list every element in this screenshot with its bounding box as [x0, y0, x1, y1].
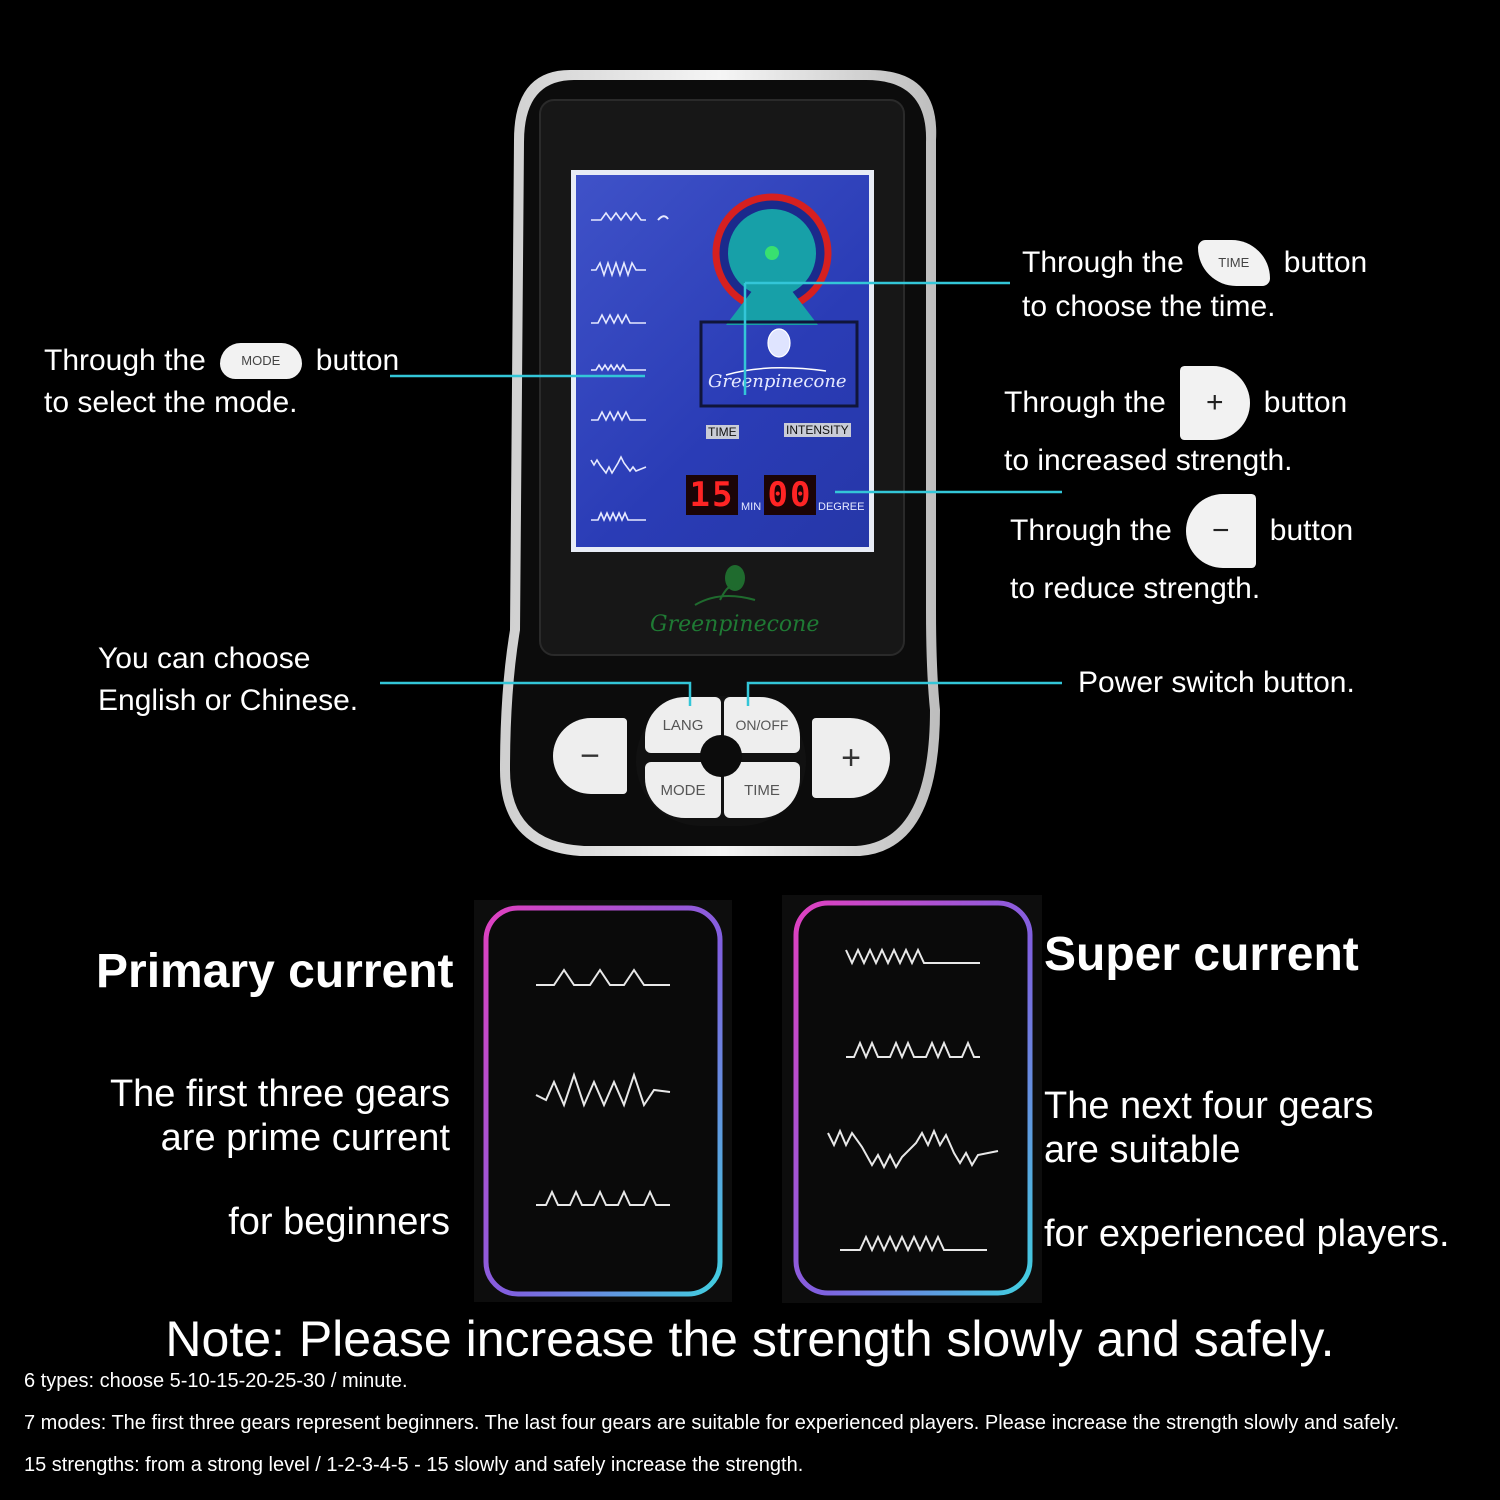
callout-lines — [380, 281, 1062, 706]
device-brand: Greenpinecone — [650, 612, 820, 637]
cursor-icon — [657, 215, 669, 221]
lcd-time-readout: 15 — [686, 475, 738, 515]
lcd-degree-label: DEGREE — [818, 501, 865, 513]
footnote-modes: 7 modes: The first three gears represent… — [24, 1412, 1400, 1434]
footnote-types: 6 types: choose 5-10-15-20-25-30 / minut… — [24, 1370, 408, 1392]
callout-plus-suffix: button — [1263, 386, 1348, 419]
time-mini-icon: TIME — [1197, 240, 1270, 286]
lcd-screen: Greenpinecone TIME INTENSITY 15 MIN 00 D… — [571, 170, 874, 552]
minus-button[interactable]: − — [553, 718, 627, 794]
callout-time-line2: to choose the time. — [1022, 290, 1276, 323]
callout-mode-line2: to select the mode. — [44, 386, 298, 419]
plus-button[interactable]: + — [812, 718, 890, 798]
mode-mini-icon: MODE — [219, 343, 302, 379]
super-description: The next four gears are suitable for exp… — [1044, 1084, 1450, 1256]
lcd-intensity-label: INTENSITY — [784, 423, 851, 437]
primary-title: Primary current — [96, 945, 454, 998]
footnote-strengths: 15 strengths: from a strong level / 1-2-… — [24, 1454, 804, 1476]
primary-wave-panel — [474, 900, 732, 1302]
super-title: Super current — [1044, 928, 1359, 981]
primary-line1: The first three gears — [109, 1073, 450, 1115]
callout-minus-line2: to reduce strength. — [1010, 572, 1261, 605]
super-line2: are suitable — [1044, 1129, 1241, 1171]
super-line1: The next four gears — [1044, 1085, 1374, 1127]
callout-plus-line2: to increased strength. — [1004, 444, 1293, 477]
callout-minus-suffix: button — [1269, 514, 1354, 547]
lcd-degree-readout: 00 — [764, 475, 816, 515]
callout-plus-prefix: Through the — [1004, 386, 1166, 419]
callout-time-prefix: Through the — [1022, 246, 1184, 279]
lang-button[interactable]: LANG — [645, 697, 721, 753]
lcd-min-label: MIN — [741, 501, 762, 513]
safety-note: Note: Please increase the strength slowl… — [165, 1311, 1335, 1367]
primary-line3: for beginners — [228, 1201, 450, 1243]
primary-description: The first three gears are prime current … — [60, 1072, 450, 1244]
callout-minus: Through the − button to reduce strength. — [1010, 494, 1353, 610]
plus-mini-icon: + — [1179, 366, 1250, 440]
button-pad-center — [700, 735, 742, 777]
callout-time: Through the TIME button to choose the ti… — [1022, 240, 1367, 328]
callout-lang-line1: You can choose — [98, 642, 311, 675]
pinecone-logo-icon — [694, 565, 756, 606]
callout-plus: Through the + button to increased streng… — [1004, 366, 1347, 482]
lcd-brand: Greenpinecone — [708, 371, 847, 392]
callout-lang: You can choose English or Chinese. — [98, 638, 358, 722]
super-wave-panel — [782, 895, 1042, 1303]
callout-power: Power switch button. — [1078, 666, 1355, 699]
callout-minus-prefix: Through the — [1010, 514, 1172, 547]
lcd-time-label: TIME — [706, 425, 739, 439]
minus-mini-icon: − — [1185, 494, 1256, 568]
callout-mode-suffix: button — [315, 344, 400, 377]
lcd-graphics — [590, 193, 859, 523]
callout-time-suffix: button — [1283, 246, 1368, 279]
callout-lang-line2: English or Chinese. — [98, 684, 359, 717]
super-line3: for experienced players. — [1044, 1213, 1450, 1255]
callout-mode-prefix: Through the — [44, 344, 206, 377]
primary-line2: are prime current — [160, 1117, 450, 1159]
callout-mode: Through the MODE button to select the mo… — [44, 340, 399, 424]
